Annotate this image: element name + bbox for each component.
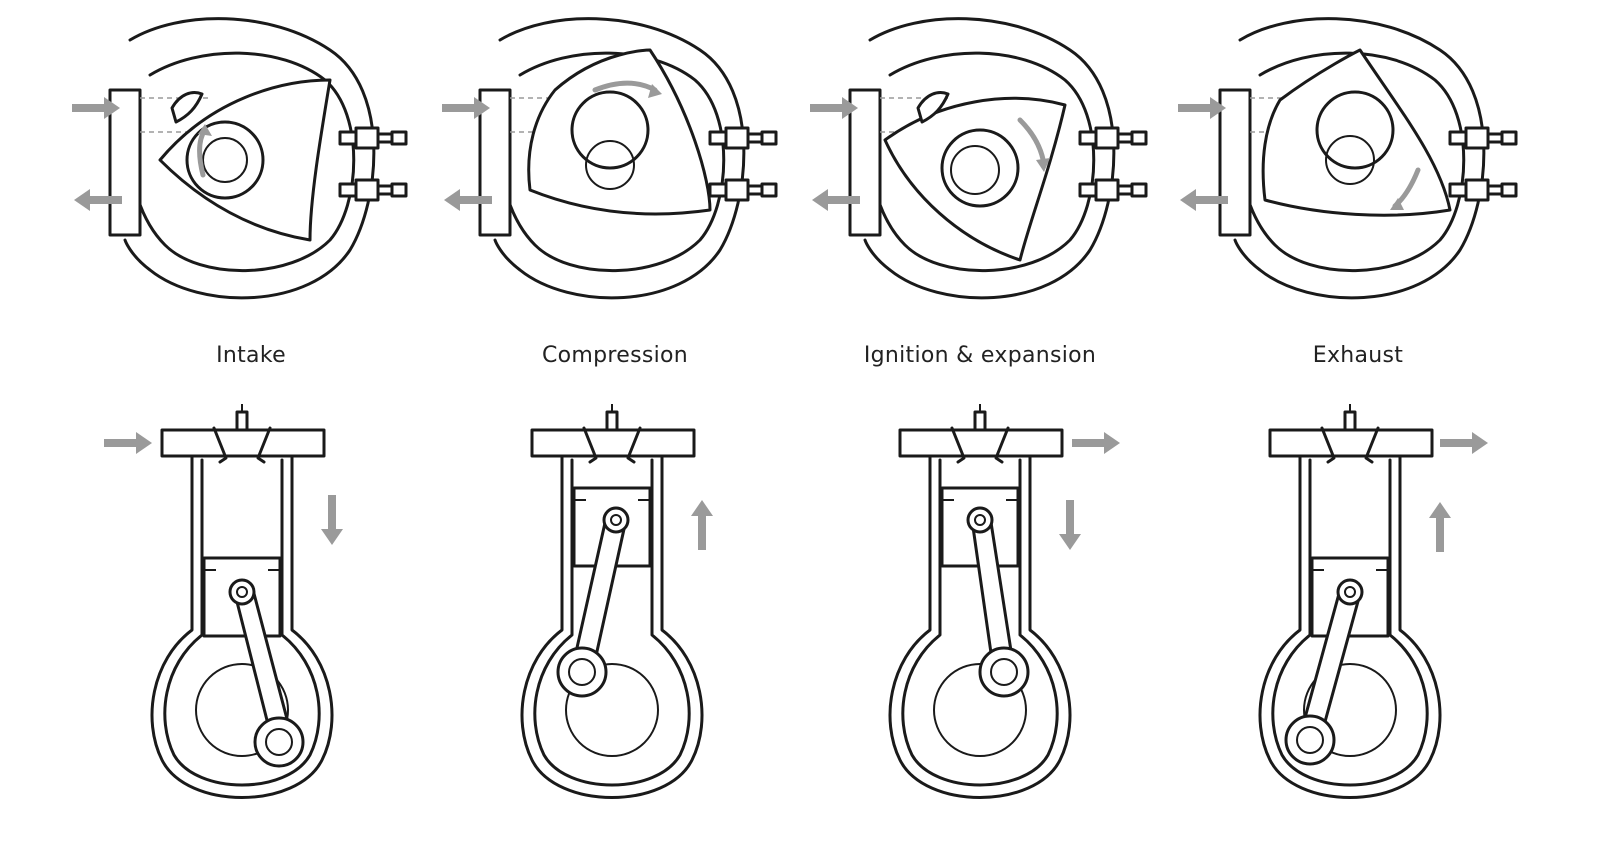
- piston-ignition-diagram: [888, 402, 1072, 799]
- intake-arrow-icon: [1178, 97, 1226, 119]
- stage-label-exhaust: Exhaust: [1312, 343, 1404, 368]
- down-arrow-icon: [321, 495, 343, 545]
- piston-exhaust-diagram: [1258, 402, 1442, 799]
- intake-arrow-icon: [810, 97, 858, 119]
- rotary-compression-diagram: [478, 17, 778, 300]
- stage-label-compression: Compression: [541, 343, 689, 368]
- rotary-flow-arrows: [72, 97, 1228, 211]
- rotary-ignition-diagram: [848, 17, 1148, 300]
- up-arrow-icon: [1429, 502, 1451, 552]
- exhaust-arrow-icon: [1180, 189, 1228, 211]
- intake-arrow-icon: [442, 97, 490, 119]
- intake-arrow-icon: [72, 97, 120, 119]
- intake-arrow-icon: [104, 432, 152, 454]
- exhaust-arrow-icon: [74, 189, 122, 211]
- piston-compression-diagram: [520, 402, 704, 799]
- piston-flow-arrows: [104, 432, 1488, 552]
- stage-label-ignition-expansion: Ignition & expansion: [863, 343, 1097, 368]
- stage-label-intake: Intake: [216, 343, 286, 368]
- down-arrow-icon: [1059, 500, 1081, 550]
- rotary-intake-diagram: [108, 17, 408, 300]
- rotary-exhaust-diagram: [1218, 17, 1518, 300]
- piston-intake-diagram: [150, 402, 334, 799]
- exhaust-arrow-icon: [812, 189, 860, 211]
- exhaust-arrow-icon: [444, 189, 492, 211]
- up-arrow-icon: [691, 500, 713, 550]
- exhaust-arrow-icon: [1072, 432, 1120, 454]
- exhaust-arrow-icon: [1440, 432, 1488, 454]
